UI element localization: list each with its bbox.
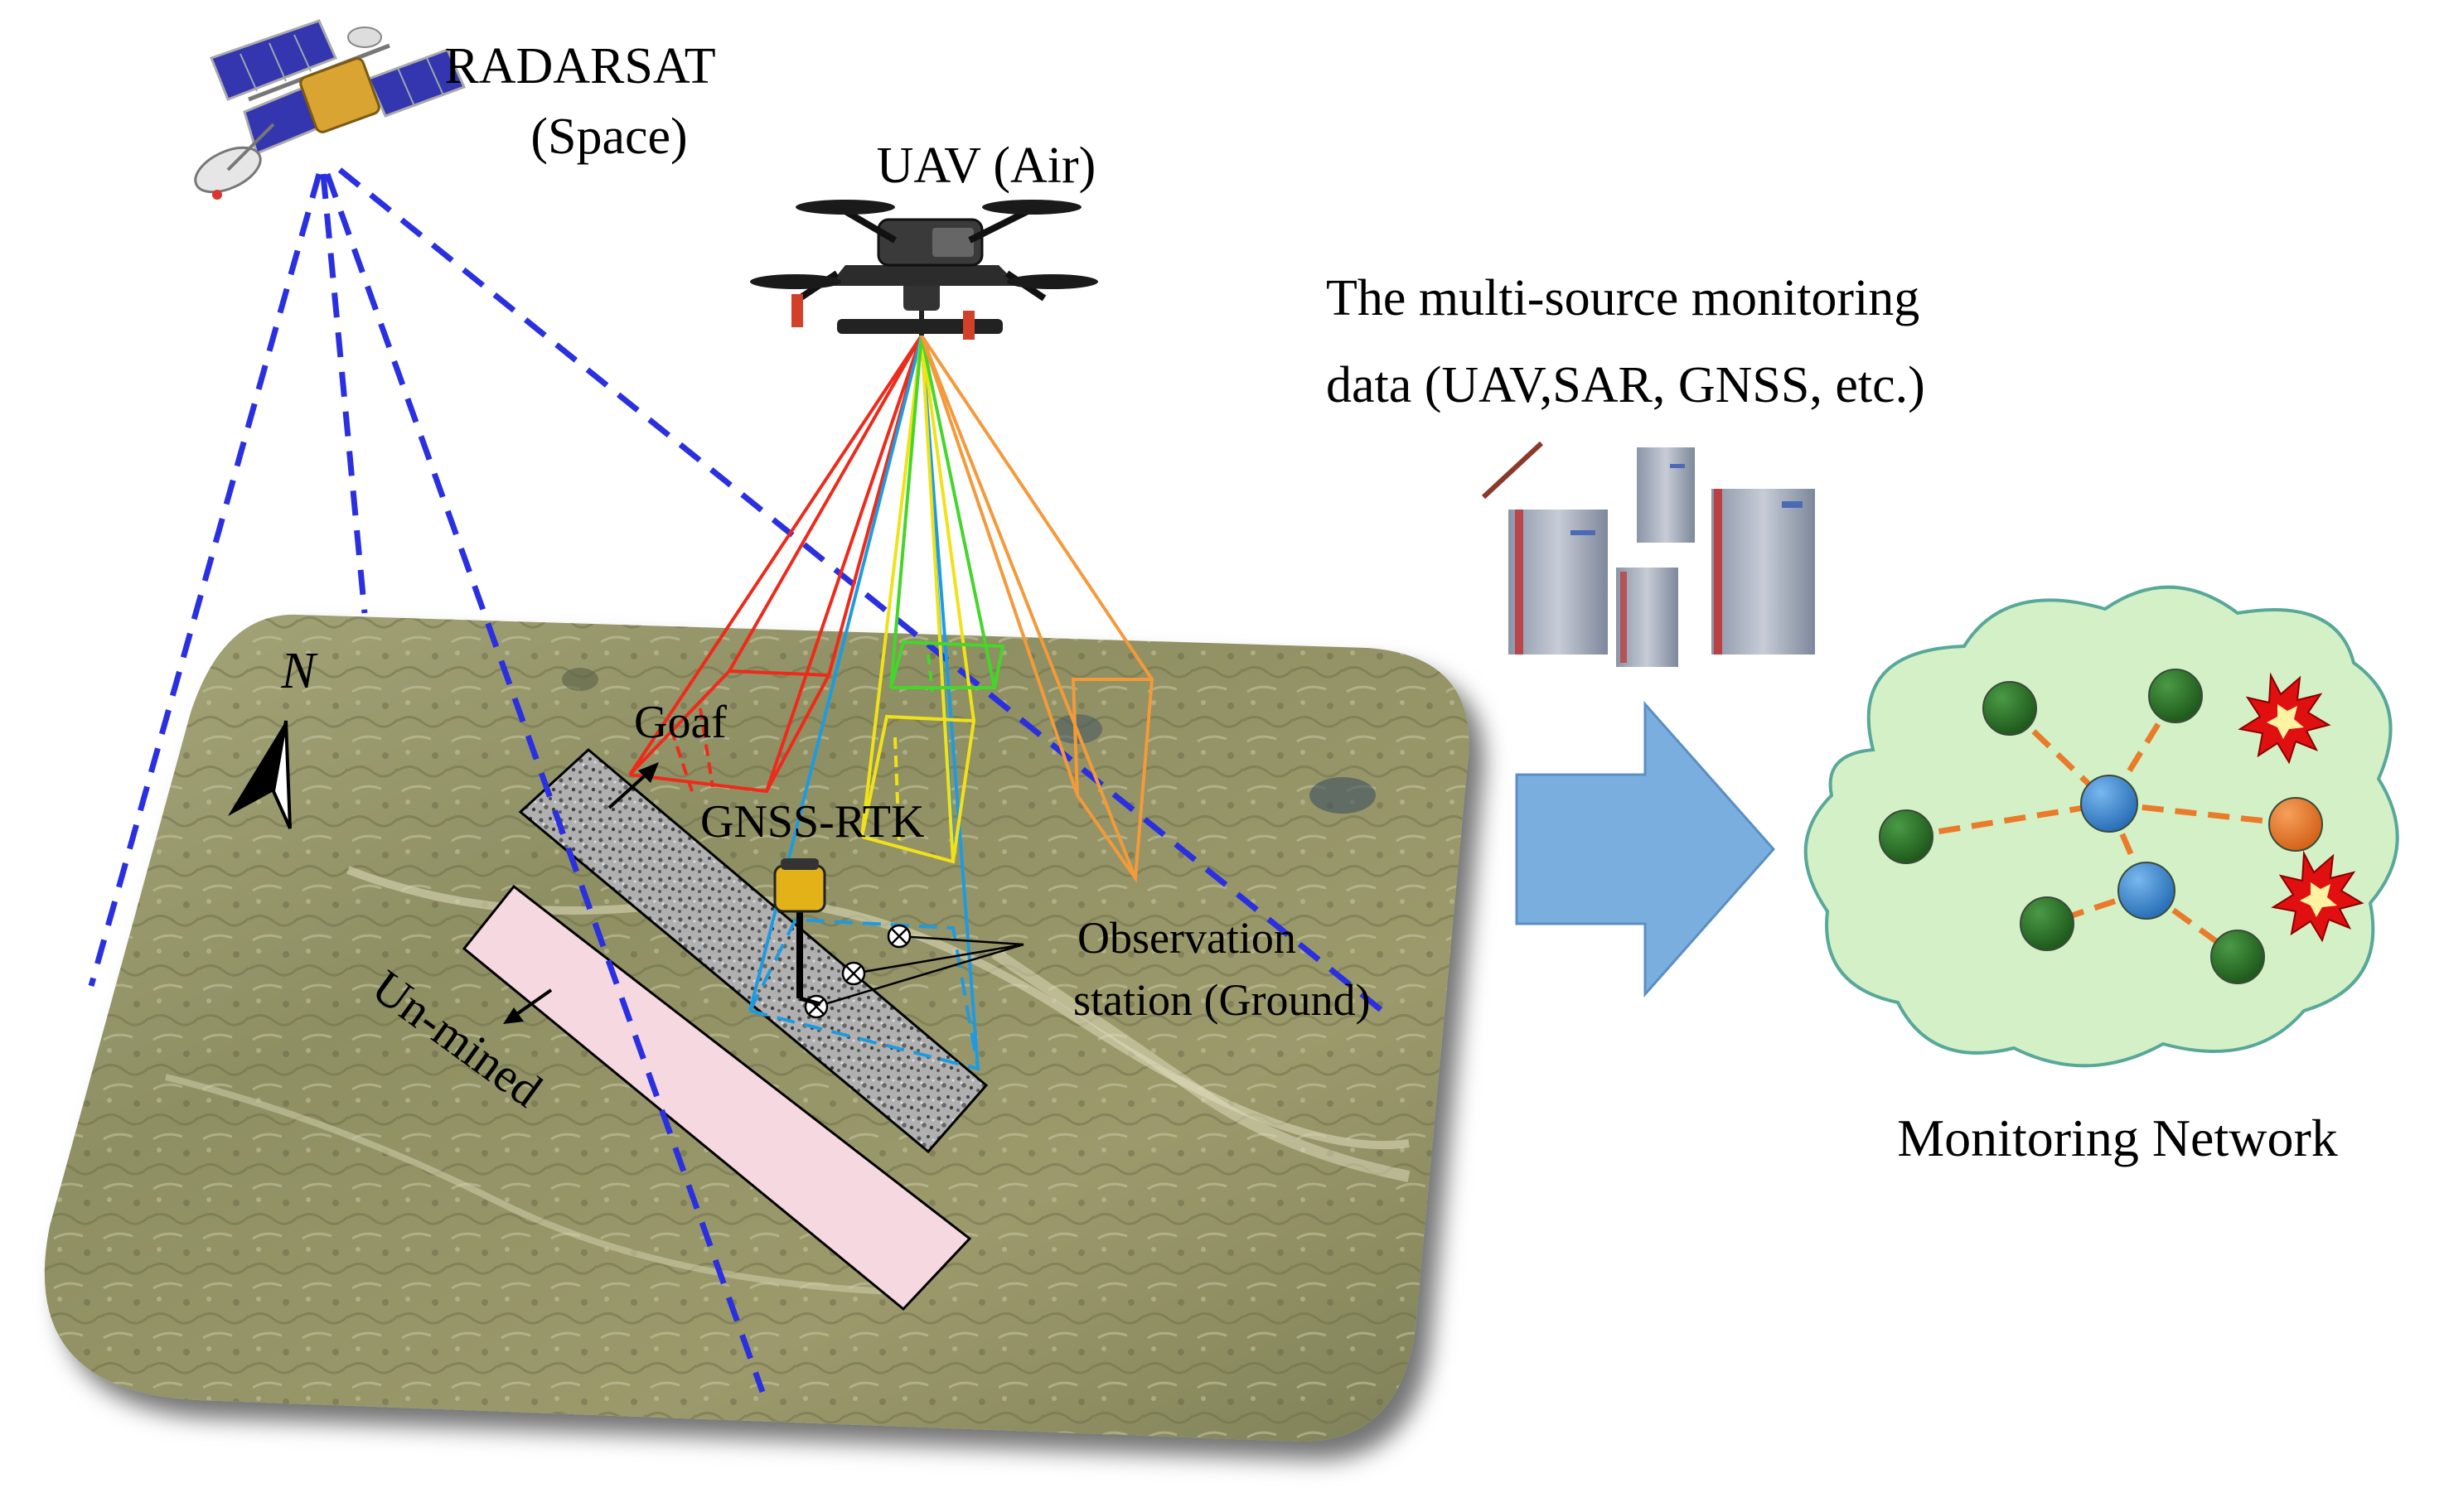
gnss-label: GNSS-RTK [700, 796, 924, 848]
data-description-line1: The multi-source monitoring [1326, 270, 1919, 326]
station-marker-3 [887, 924, 912, 949]
network-node-green [2020, 896, 2074, 951]
data-description-line2: data (UAV,SAR, GNSS, etc.) [1326, 357, 1925, 413]
unmined-zone [462, 884, 972, 1312]
drone-icon [750, 200, 1098, 340]
network-node-blue [2080, 775, 2138, 833]
network-nodes [1879, 669, 2323, 984]
server-unit-2 [1637, 447, 1695, 543]
flow-arrow-icon [1515, 701, 1776, 998]
unmined-direction-arrow [503, 988, 553, 1024]
uav-beams [628, 334, 1154, 1071]
burst-icon [2238, 672, 2331, 765]
terrain-map [44, 614, 1469, 1442]
server-icon [1481, 441, 1815, 667]
north-arrow-icon: N [228, 643, 318, 829]
network-node-green [1879, 809, 1933, 864]
burst-icon [2271, 850, 2364, 943]
observation-label-line2: station (Ground) [1073, 975, 1370, 1025]
network-node-blue [2117, 862, 2175, 920]
sar-beams [88, 167, 1395, 1394]
satellite-sublabel: (Space) [530, 109, 687, 165]
uav-label: UAV (Air) [877, 138, 1096, 194]
server-unit-1 [1508, 510, 1608, 655]
goaf-label: Goaf [634, 697, 727, 748]
network-label: Monitoring Network [1897, 1109, 2338, 1167]
north-label: N [280, 643, 318, 699]
station-marker-2 [841, 961, 866, 986]
network-node-orange [2268, 797, 2323, 852]
network-node-green [1982, 681, 2037, 736]
network-node-green [2148, 669, 2203, 723]
satellite-label: RADARSAT [444, 38, 715, 94]
gnss-receiver-icon [773, 858, 826, 1007]
satellite-icon [194, 19, 467, 200]
server-unit-4 [1711, 489, 1815, 655]
server-unit-3 [1616, 568, 1678, 667]
observation-label-line1: Observation [1077, 913, 1296, 963]
goaf-direction-arrow [607, 762, 659, 809]
network-node-green [2210, 930, 2265, 984]
